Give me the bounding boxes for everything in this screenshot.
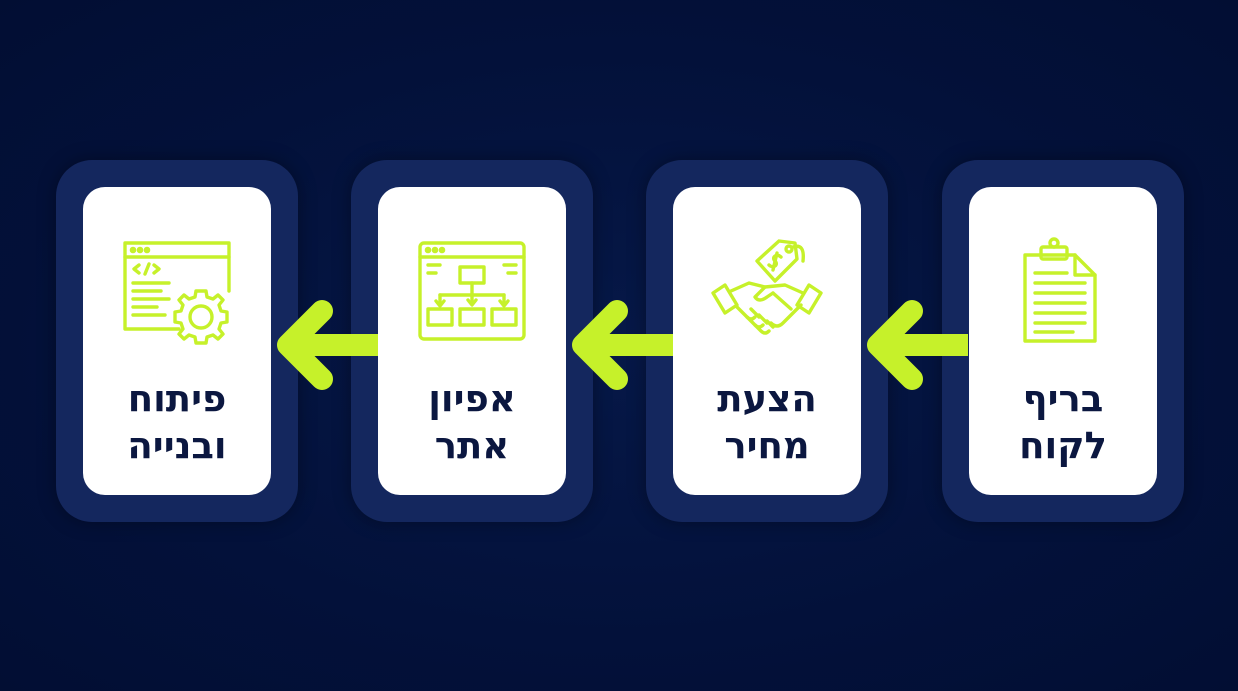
step-title-price-quote: הצעת מחיר [673,375,861,469]
step-title-line2: לקוח [1019,424,1107,467]
step-card-price-quote: הצעת מחיר [673,187,861,495]
step-card-client-brief: בריף לקוח [969,187,1157,495]
step-frame-client-brief: בריף לקוח [942,160,1184,522]
step-title-line1: אפיון [428,377,516,420]
code-gear-browser-icon [117,233,237,353]
handshake-price-tag-icon [707,233,827,353]
arrow-left-icon [864,290,974,400]
step-title-line2: ובנייה [127,424,227,467]
step-frame-development: פיתוח ובנייה [56,160,298,522]
step-title-line1: בריף [1022,377,1104,420]
step-title-site-specification: אפיון אתר [378,375,566,469]
sitemap-browser-icon [412,233,532,353]
clipboard-document-icon [1003,233,1123,353]
arrow-left-icon [569,290,679,400]
step-title-development: פיתוח ובנייה [83,375,271,469]
step-title-line1: פיתוח [127,377,227,420]
step-card-development: פיתוח ובנייה [83,187,271,495]
step-title-line2: מחיר [724,424,810,467]
step-card-site-specification: אפיון אתר [378,187,566,495]
step-title-client-brief: בריף לקוח [969,375,1157,469]
arrow-left-icon [274,290,384,400]
step-frame-price-quote: הצעת מחיר [646,160,888,522]
step-title-line2: אתר [434,424,510,467]
step-frame-site-specification: אפיון אתר [351,160,593,522]
step-title-line1: הצעת [717,377,817,420]
